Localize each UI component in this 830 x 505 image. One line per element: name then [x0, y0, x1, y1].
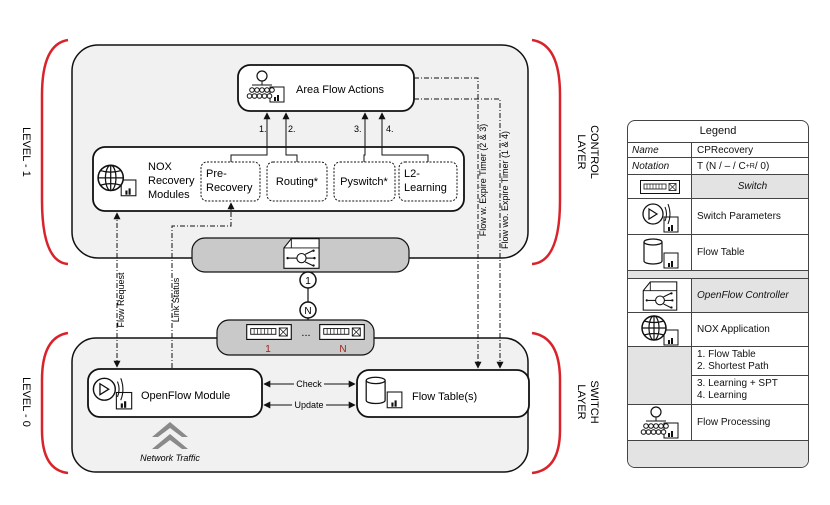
- update-label-bg: [292, 399, 326, 411]
- legend-switch-params-icon: [641, 202, 679, 233]
- legend-nox-cell: [628, 313, 692, 346]
- legend-switch-params-cell: [628, 199, 692, 234]
- module-action-arrows: [230, 112, 429, 162]
- level1-label: LEVEL - 1: [20, 127, 32, 177]
- legend-nox-application-label: NOX Application: [697, 324, 770, 335]
- legend-name-key: Name: [628, 143, 692, 157]
- module-l2-learning-label-2: Learning: [404, 182, 447, 194]
- switch-layer-label-2: LAYER: [575, 384, 587, 419]
- control-layer-label-1: CONTROL: [588, 125, 600, 179]
- module-pre-recovery: [200, 161, 261, 202]
- flow-request-label: Flow Request: [116, 272, 126, 328]
- switch-layer-label-1: SWITCH: [588, 380, 600, 423]
- legend-flow-table-cell: [628, 235, 692, 270]
- legend-modules-group-2: 3. Learning + SPT 4. Learning: [692, 376, 808, 404]
- flow-expire-timer-label: Flow w. Expire Timer (2 & 3): [478, 124, 488, 237]
- legend-openflow-cell: [628, 279, 692, 312]
- area-flow-actions-label: Area Flow Actions: [296, 84, 385, 96]
- module-pyswitch-label: Pyswitch*: [340, 176, 388, 188]
- legend-flow-processing-label: Flow Processing: [697, 417, 771, 428]
- arrow-label-4: 4.: [386, 124, 394, 134]
- legend-name-value: CPRecovery: [697, 144, 754, 156]
- switch-dots: ...: [301, 327, 310, 339]
- legend-modules-list: 1. Flow Table 2. Shortest Path 3. Learni…: [692, 347, 808, 404]
- legend-separator: [628, 271, 808, 279]
- check-label-bg: [294, 378, 324, 390]
- legend-notation-main: T (N / – / C: [697, 160, 746, 172]
- flow-tables-label: Flow Table(s): [412, 391, 477, 403]
- legend-flow-processing-icon: [639, 405, 679, 439]
- legend-modules-group-1: 1. Flow Table 2. Shortest Path: [692, 347, 808, 376]
- legend-flow-processing-cell: [628, 405, 692, 440]
- link-status-arrow: [171, 202, 235, 368]
- level0-label: LEVEL - 0: [20, 377, 32, 427]
- legend-panel: Legend Name CPRecovery Notation T (N / –…: [627, 120, 809, 468]
- legend-item-2: 2. Shortest Path: [697, 361, 769, 372]
- check-label: Check: [296, 379, 322, 389]
- control-layer-right-bracket: [531, 38, 562, 266]
- module-pre-recovery-label-2: Recovery: [206, 182, 253, 194]
- link-status-label: Link Status: [171, 277, 181, 322]
- module-l2-learning-label-1: L2-: [404, 168, 420, 180]
- update-label: Update: [294, 400, 323, 410]
- area-flow-actions-box: Area Flow Actions: [237, 64, 415, 112]
- switch-index-1: 1: [265, 344, 271, 355]
- switch-index-n: N: [339, 344, 346, 355]
- legend-switch-params-label: Switch Parameters: [697, 211, 781, 222]
- network-traffic-label: Network Traffic: [140, 453, 200, 463]
- legend-notation-key: Notation: [628, 158, 692, 174]
- cardinality-one: 1: [305, 276, 311, 287]
- legend-item-1: 1. Flow Table: [697, 349, 756, 360]
- nox-label-3: Modules: [148, 189, 190, 201]
- openflow-module-label: OpenFlow Module: [141, 390, 230, 402]
- openflow-module-box: OpenFlow Module: [87, 368, 263, 418]
- legend-item-3: 3. Learning + SPT: [697, 378, 778, 389]
- legend-openflow-controller-label: OpenFlow Controller: [692, 279, 808, 312]
- legend-switch-cell: [628, 175, 692, 198]
- legend-nox-application-icon: [640, 314, 679, 346]
- legend-item-4: 4. Learning: [697, 390, 748, 401]
- switch-icon-1: [246, 324, 292, 340]
- legend-notation-sup: +R: [745, 162, 755, 170]
- level1-left-bracket: [40, 38, 69, 266]
- flow-tables-box: Flow Table(s): [356, 369, 530, 418]
- arrow-label-1: 1.: [259, 124, 267, 134]
- module-routing: [266, 161, 328, 202]
- cardinality-one-circle: [299, 271, 317, 289]
- legend-modules-cell: [628, 347, 692, 404]
- legend-switch-label: Switch: [692, 175, 808, 198]
- arrow-label-2: 2.: [288, 124, 296, 134]
- legend-openflow-controller-icon: [642, 280, 677, 311]
- legend-footer: [628, 441, 808, 467]
- legend-flow-table-icon: [642, 237, 679, 269]
- cardinality-n-circle: [299, 301, 317, 319]
- network-traffic-icon: [152, 422, 188, 449]
- cardinality-n: N: [304, 306, 311, 317]
- control-layer-label-2: LAYER: [575, 134, 587, 169]
- module-routing-label: Routing*: [276, 176, 319, 188]
- flow-no-expire-timer-label: Flow wo. Expire Timer (1 & 4): [500, 131, 510, 249]
- legend-notation-value: T (N / – / C+R / 0): [692, 158, 808, 174]
- legend-switch-icon: [639, 179, 680, 194]
- switch-icon-n: [319, 324, 365, 340]
- legend-flow-table-label: Flow Table: [697, 247, 745, 258]
- switch-layer-right-bracket: [531, 331, 562, 475]
- flow-expire-timer-line: [414, 77, 482, 369]
- arrow-label-3: 3.: [354, 124, 362, 134]
- legend-notation-end: / 0): [754, 160, 770, 172]
- nox-label-1: NOX: [148, 161, 173, 173]
- legend-title: Legend: [628, 121, 808, 143]
- nox-label-2: Recovery: [148, 175, 195, 187]
- module-pre-recovery-label-1: Pre-: [206, 168, 227, 180]
- level0-left-bracket: [40, 331, 69, 475]
- openflow-controller-icon: [283, 238, 320, 269]
